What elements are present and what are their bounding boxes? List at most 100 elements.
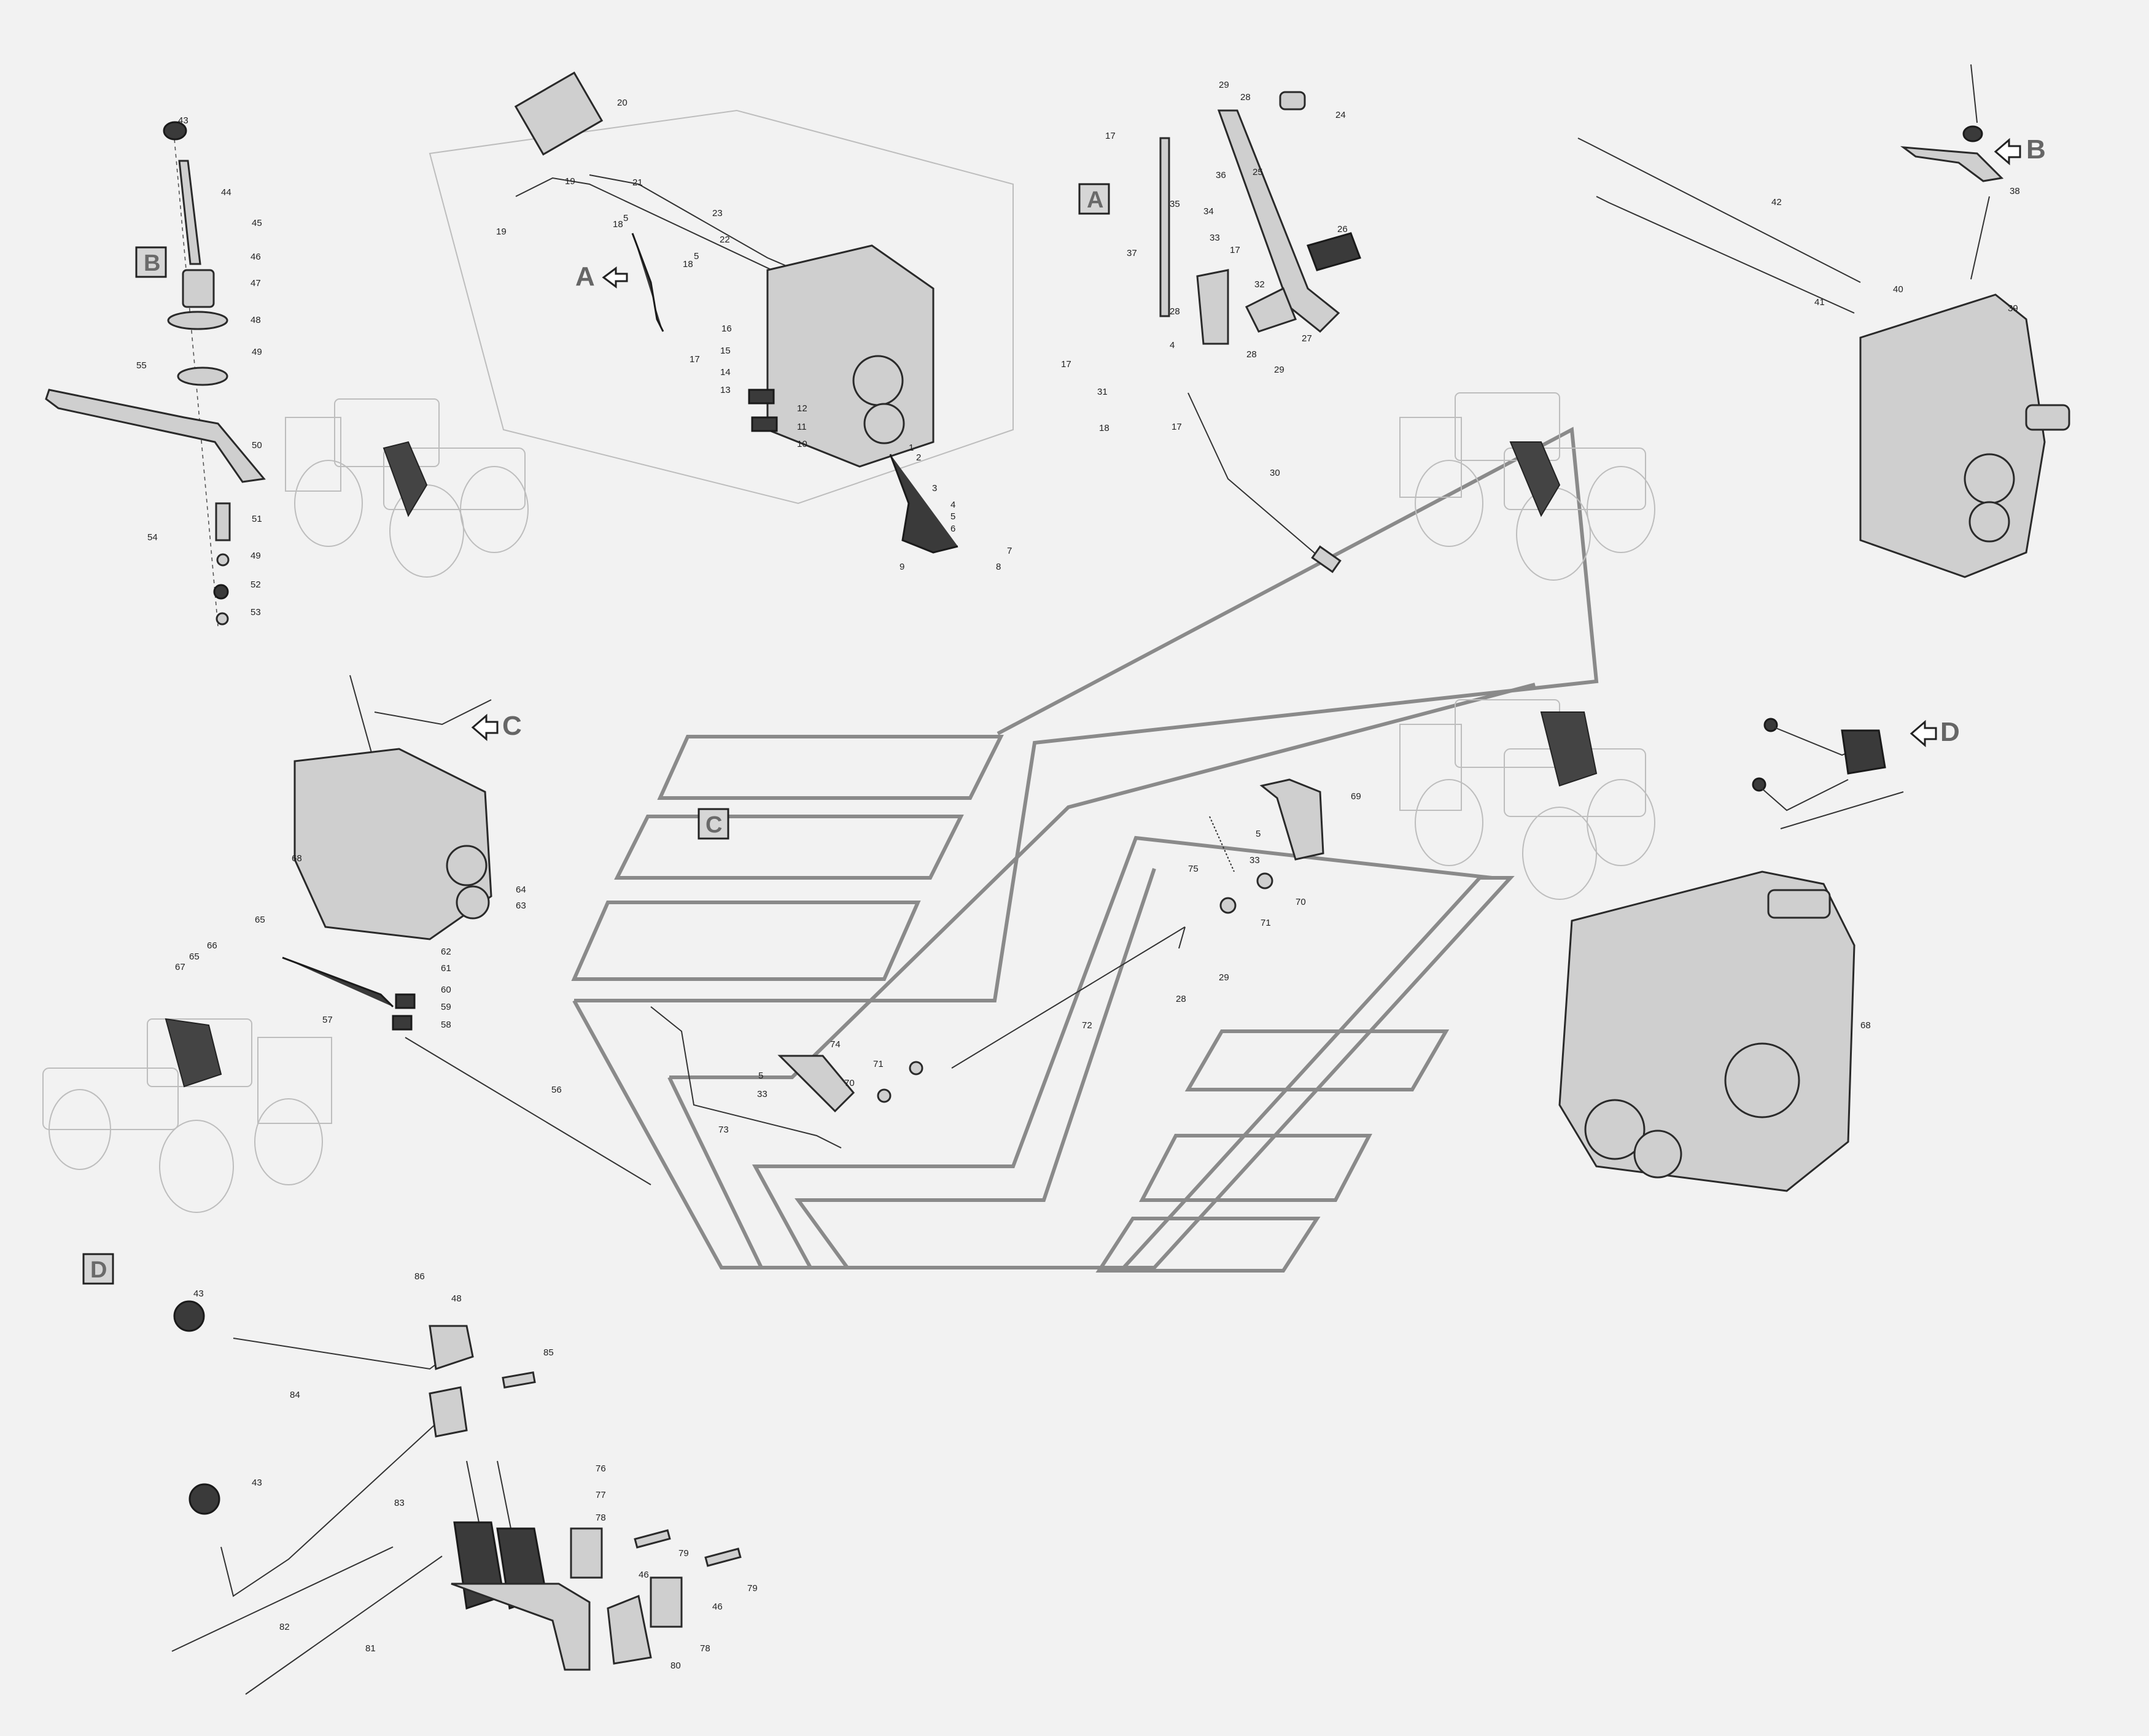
- callout: 6: [950, 524, 955, 534]
- view-b-lever-assembly: [45, 121, 266, 627]
- callout: 59: [441, 1002, 451, 1012]
- callout: 83: [394, 1498, 405, 1508]
- oil-cooler: [514, 71, 604, 156]
- callout: 5: [758, 1071, 763, 1081]
- callout: 37: [1127, 248, 1137, 258]
- callout: 26: [1337, 224, 1348, 234]
- callout: 65: [255, 915, 265, 925]
- callout: 77: [596, 1490, 606, 1500]
- callout: 43: [193, 1288, 204, 1299]
- svg-text:C: C: [705, 812, 722, 838]
- hollow-left-arrow-icon: [602, 266, 628, 289]
- callout: 29: [1219, 80, 1229, 90]
- callout: 5: [694, 251, 699, 262]
- callout: 5: [950, 511, 955, 522]
- view-b-box: [135, 246, 167, 278]
- callout: 22: [720, 234, 730, 245]
- callout: 45: [252, 218, 262, 228]
- callout: 48: [451, 1293, 462, 1304]
- callout: 50: [252, 440, 262, 451]
- callout: 51: [252, 514, 262, 524]
- callout: 63: [516, 901, 526, 911]
- callout: 38: [2010, 186, 2020, 196]
- callout: 18: [613, 219, 623, 230]
- callout: 27: [1302, 333, 1312, 344]
- view-arrow-a: A: [575, 262, 628, 292]
- callout: 7: [1007, 546, 1012, 556]
- tractor-outline-3: [42, 1018, 332, 1213]
- tractor-outline-1: [285, 398, 529, 578]
- tractor-outline-2: [1399, 392, 1655, 581]
- callout: 68: [292, 853, 302, 864]
- knob-43-lower: [188, 1483, 220, 1515]
- gearbox-cooler-assembly: [429, 71, 1014, 554]
- hollow-left-arrow-icon: [471, 713, 499, 742]
- callout: 79: [678, 1548, 689, 1559]
- callout: 2: [916, 452, 921, 463]
- callout: 34: [1203, 206, 1214, 217]
- callout: 36: [1216, 170, 1226, 180]
- callout: 53: [251, 607, 261, 618]
- gearbox-housing-right: [1859, 293, 2046, 578]
- tractor-outline-4: [1399, 699, 1655, 900]
- callout: 81: [365, 1643, 376, 1654]
- callout: 82: [279, 1622, 290, 1632]
- callout: 30: [1270, 468, 1280, 478]
- callout: 29: [1219, 972, 1229, 983]
- callout: 31: [1097, 387, 1108, 397]
- callout: 46: [639, 1570, 649, 1580]
- callout: 55: [136, 360, 147, 371]
- callout: 17: [1061, 359, 1071, 370]
- callout: 40: [1893, 284, 1903, 295]
- callout: 49: [252, 347, 262, 357]
- callout: 42: [1771, 197, 1782, 207]
- callout: 67: [175, 962, 185, 972]
- callout: 76: [596, 1463, 606, 1474]
- callout: 58: [441, 1020, 451, 1030]
- callout: 70: [1296, 897, 1306, 907]
- callout: 3: [932, 483, 937, 494]
- callout: 23: [712, 208, 723, 219]
- bracket-69: [1259, 778, 1324, 861]
- view-a-pedal-assembly: [1078, 91, 1361, 573]
- callout: 32: [1254, 279, 1265, 290]
- view-a-box: [1078, 183, 1110, 215]
- callout: 19: [496, 227, 507, 237]
- callout: 64: [516, 885, 526, 895]
- callout: 16: [721, 324, 732, 334]
- callout: 9: [900, 562, 904, 572]
- callout: 86: [414, 1271, 425, 1282]
- callout: 17: [690, 354, 700, 365]
- callout: 17: [1105, 131, 1116, 141]
- callout: 71: [1261, 918, 1271, 928]
- callout: 74: [830, 1039, 841, 1050]
- callout: 19: [565, 176, 575, 187]
- view-b-gearbox-assembly: [1577, 64, 2070, 578]
- callout: 14: [720, 367, 731, 378]
- callout: 39: [2008, 303, 2018, 314]
- callout: 85: [543, 1347, 554, 1358]
- view-label-d-box: D: [90, 1257, 107, 1283]
- callout: 84: [290, 1390, 300, 1400]
- callout: 48: [251, 315, 261, 325]
- callout: 66: [207, 940, 217, 951]
- callout: 44: [221, 187, 231, 198]
- callout: 80: [670, 1660, 681, 1671]
- callout-labels: 43 44 45 46 47 48 49 55 50 51 54 49 52 5…: [136, 80, 2020, 1671]
- callout: 5: [623, 213, 628, 223]
- callout: 46: [712, 1602, 723, 1612]
- callout: 49: [251, 551, 261, 561]
- callout: 29: [1274, 365, 1284, 375]
- callout: 5: [1256, 829, 1261, 839]
- callout: 10: [797, 439, 807, 449]
- callout: 11: [797, 422, 807, 432]
- view-d-lever-assembly: [82, 1253, 742, 1695]
- callout: 41: [1814, 297, 1825, 308]
- boot-d: [1841, 729, 1886, 775]
- background-logo: [571, 427, 1599, 1273]
- callout: 18: [683, 259, 693, 269]
- callout: 54: [147, 532, 158, 543]
- view-c-arrow-label: C: [502, 711, 522, 741]
- callout: 68: [1860, 1020, 1871, 1031]
- callout: 28: [1240, 92, 1251, 103]
